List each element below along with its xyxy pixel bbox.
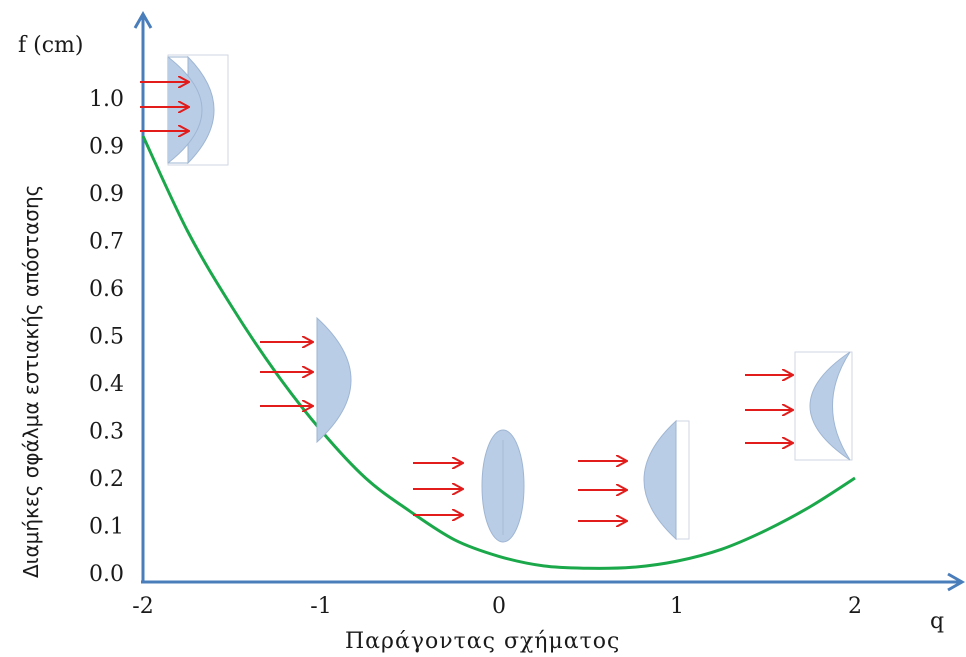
y-axis-label: Διαμήκες σφάλμα εστιακής απόστασης [19, 185, 43, 578]
y-axis-name: f (cm) [18, 33, 83, 58]
y-tick-labels: 0.0 0.1 0.2 0.3 0.4 0.5 0.6 0.7 0.9 0.9 1.0 [89, 87, 124, 587]
lens-icon-q-2 [745, 351, 853, 461]
y-tick-label: 0.9 [89, 182, 124, 207]
y-tick-label: 0.5 [89, 325, 124, 350]
y-tick-label: 0.1 [89, 515, 124, 540]
lens-icon-q-minus1 [260, 316, 352, 444]
y-tick-label: 0.4 [89, 372, 124, 397]
x-axis-name: q [930, 609, 944, 634]
y-tick-label: 0.7 [89, 230, 124, 255]
x-axis-label: Παράγοντας σχήματος [345, 629, 620, 654]
y-tick-label: 1.0 [89, 87, 124, 112]
y-tick-label: 0.2 [89, 467, 124, 492]
x-tick-label: -2 [132, 594, 153, 619]
lens-icon-q-0 [413, 429, 525, 543]
x-tick-label: 1 [670, 594, 684, 619]
series-line [141, 135, 856, 570]
x-tick-label: 2 [848, 594, 862, 619]
x-tick-label: -1 [310, 594, 331, 619]
lens-icon-q-minus2 [140, 54, 229, 166]
y-tick-label: 0.9 [89, 135, 124, 160]
y-tick-label: 0.6 [89, 277, 124, 302]
y-tick-label: 0.3 [89, 420, 124, 445]
x-tick-labels: -2 -1 0 1 2 [132, 594, 862, 619]
x-tick-label: 0 [492, 594, 506, 619]
lens-icon-q-1 [578, 419, 690, 541]
y-tick-label: 0.0 [89, 562, 124, 587]
